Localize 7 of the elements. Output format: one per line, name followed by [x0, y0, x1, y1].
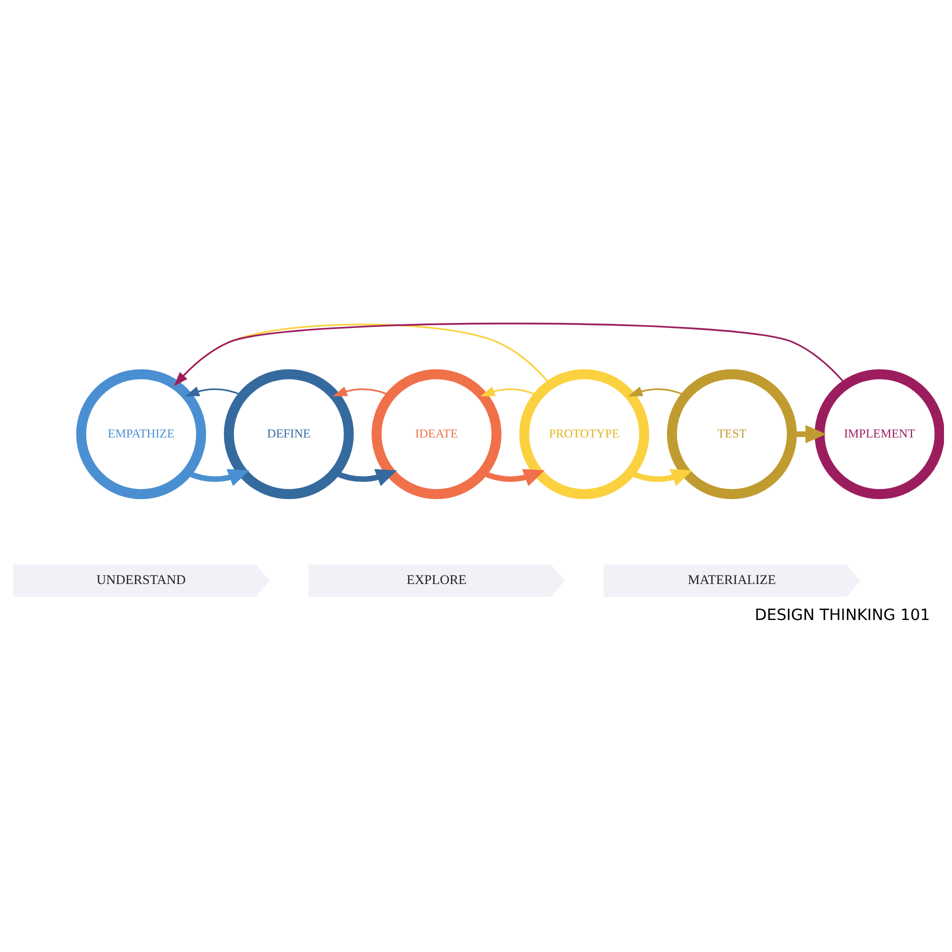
- caption: DESIGN THINKING 101: [754, 606, 930, 624]
- node-circle: PROTOTYPE: [518, 369, 649, 500]
- node-circle: DEFINE: [223, 369, 354, 500]
- node-circle: EMPATHIZE: [76, 369, 206, 500]
- node-circle: IDEATE: [371, 369, 501, 500]
- node-circle: IMPLEMENT: [814, 369, 944, 500]
- node-circle: TEST: [666, 369, 796, 500]
